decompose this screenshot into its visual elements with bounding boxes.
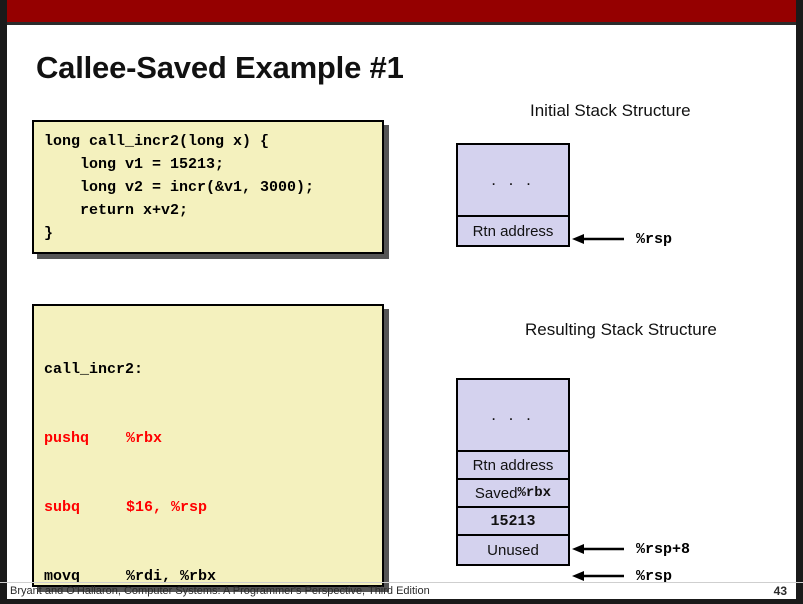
pointer-label: %rsp: [636, 230, 673, 248]
c-code-line: return x+v2;: [44, 202, 189, 219]
stack-cell-rtn-address: Rtn address: [458, 452, 568, 480]
left-border-rail: [0, 0, 7, 599]
stack-cell-unused: Unused: [458, 536, 568, 564]
stack-cell-saved-text: Saved: [474, 484, 518, 502]
asm-instruction-movq-rdi: movq %rdi, %rbx: [44, 565, 382, 588]
asm-op: subq: [44, 499, 81, 516]
pointer-label: %rsp: [636, 567, 673, 585]
stack-cell-saved-rbx: Saved %rbx: [458, 480, 568, 508]
left-arrow-icon: [572, 234, 624, 244]
pointer-rsp-resulting: %rsp: [572, 567, 673, 585]
top-red-band: [0, 0, 803, 22]
c-code-line: long v1 = 15213;: [44, 156, 225, 173]
pointer-rsp-plus-8: %rsp+8: [572, 540, 691, 558]
stack-cell-value-15213: 15213: [458, 508, 568, 536]
asm-instruction-subq: subq $16, %rsp: [44, 496, 382, 519]
stack-cell-rtn-address: Rtn address: [458, 217, 568, 245]
c-code-line: }: [44, 225, 54, 242]
right-border-rail: [796, 0, 803, 599]
left-arrow-icon: [572, 571, 624, 581]
asm-op: movq: [44, 568, 81, 585]
asm-instruction-pushq: pushq %rbx: [44, 427, 382, 450]
initial-stack-heading: Initial Stack Structure: [530, 101, 691, 120]
stack-cell-ellipsis: . . .: [458, 380, 568, 452]
page-title: Callee-Saved Example #1: [36, 50, 404, 85]
assembly-code-box: call_incr2: pushq %rbx subq $16, %rsp movq…: [32, 304, 384, 587]
c-code-line: long call_incr2(long x) {: [44, 133, 270, 150]
initial-stack-diagram: . . . Rtn address: [456, 143, 570, 247]
page-number: 43: [773, 584, 787, 598]
footer-attribution: Bryant and O'Hallaron, Computer Systems:…: [10, 585, 430, 597]
asm-args: $16, %rsp: [126, 499, 208, 516]
stack-cell-saved-register: %rbx: [517, 485, 552, 501]
stack-cell-ellipsis: . . .: [458, 145, 568, 217]
pointer-rsp-initial: %rsp: [572, 230, 673, 248]
c-code-line: long v2 = incr(&v1, 3000);: [44, 179, 315, 196]
asm-args: %rdi, %rbx: [126, 568, 217, 585]
asm-args: %rbx: [126, 430, 163, 447]
resulting-stack-diagram: . . . Rtn address Saved %rbx 15213 Unuse…: [456, 378, 570, 566]
resulting-stack-heading: Resulting Stack Structure: [525, 320, 717, 339]
pointer-label: %rsp+8: [636, 540, 691, 558]
asm-op: pushq: [44, 430, 90, 447]
footer-divider: [0, 582, 803, 583]
top-band-edge: [0, 22, 803, 25]
left-arrow-icon: [572, 544, 624, 554]
c-source-code-box: long call_incr2(long x) { long v1 = 1521…: [32, 120, 384, 254]
asm-label: call_incr2:: [44, 361, 144, 378]
